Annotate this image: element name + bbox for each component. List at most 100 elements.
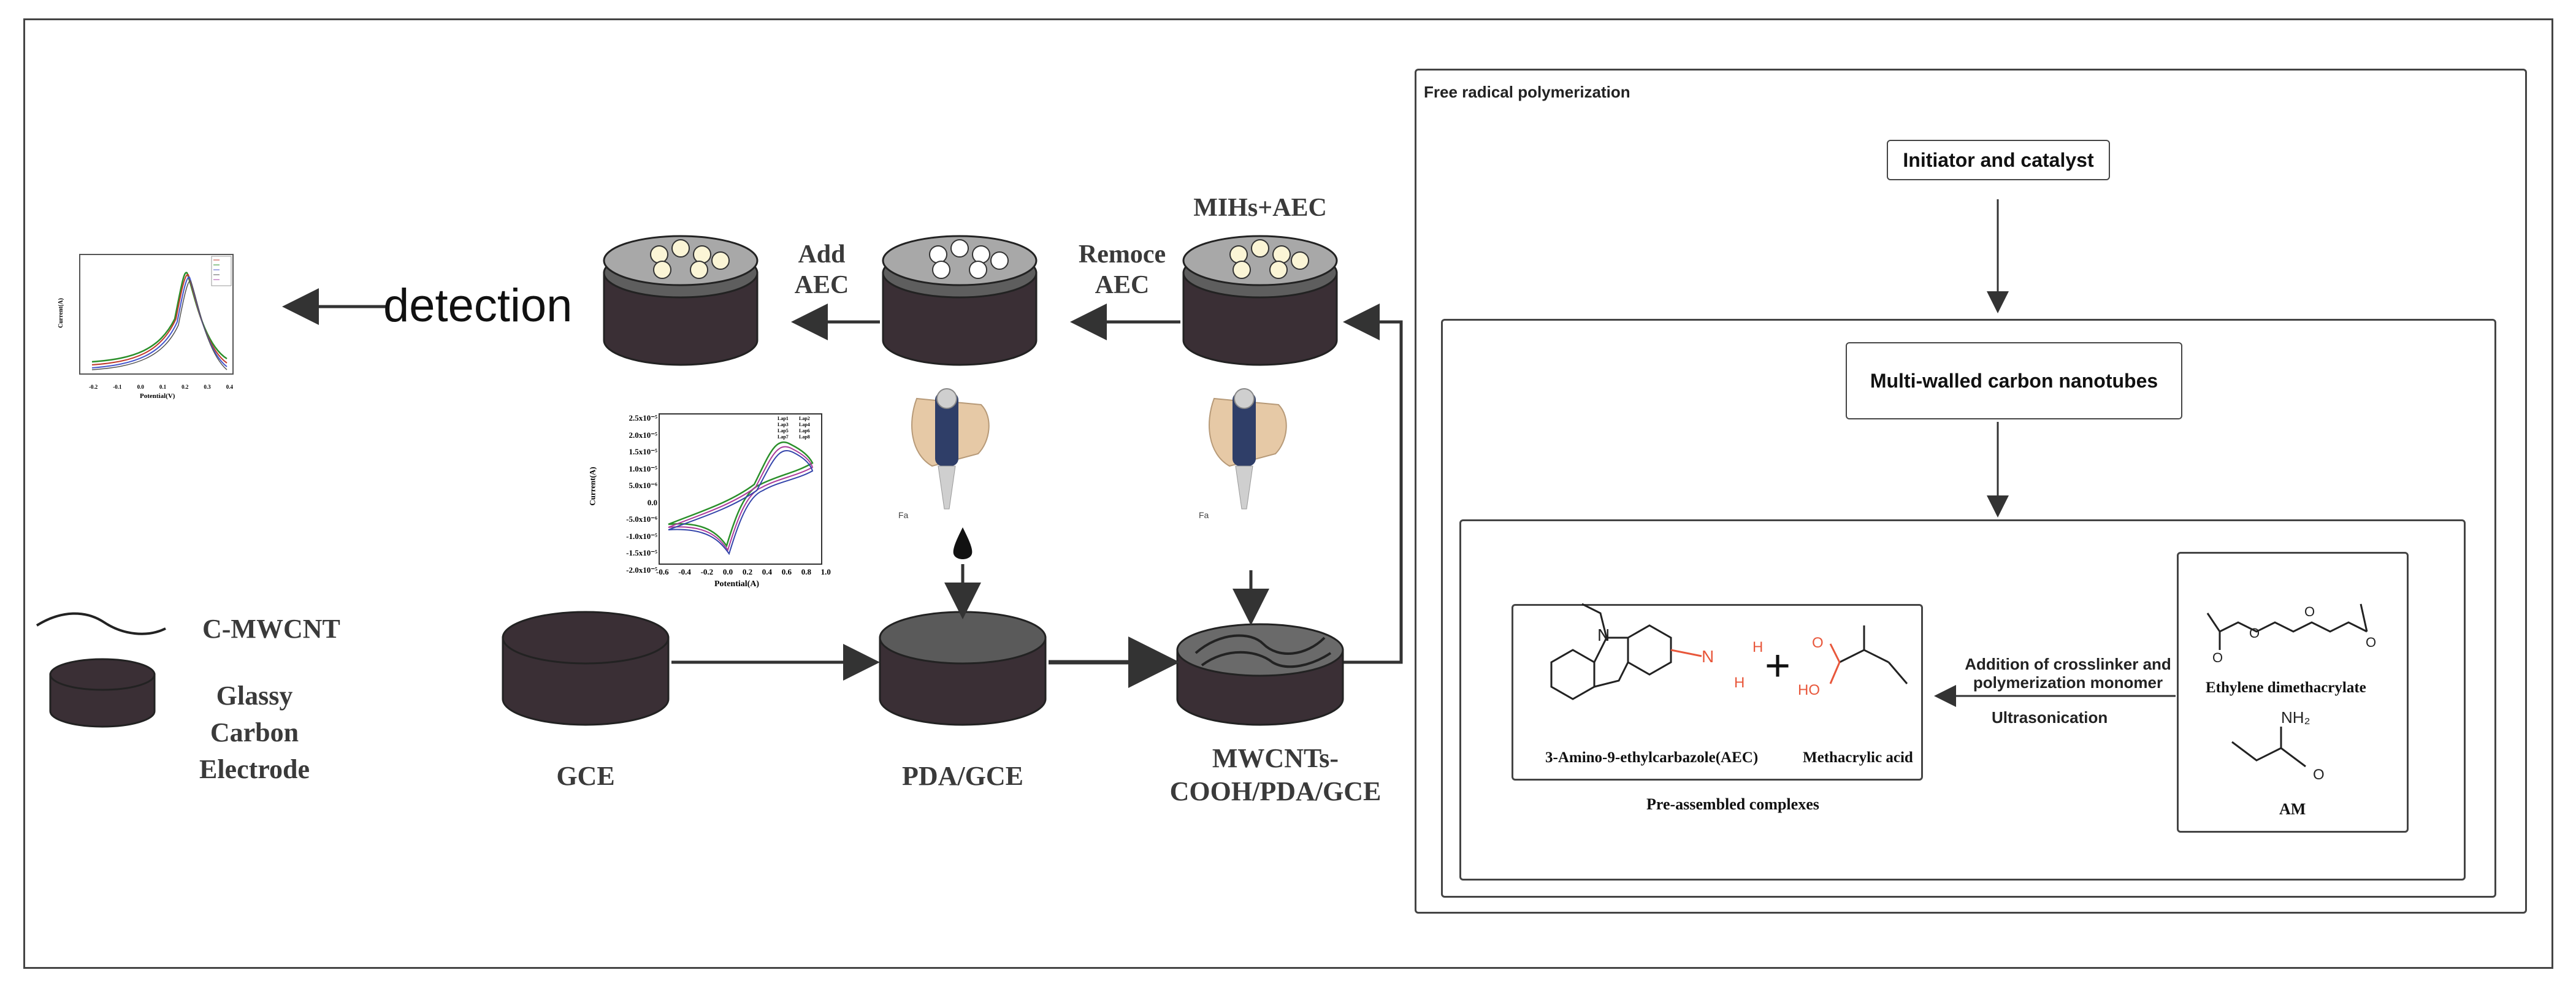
add-aec-label: Add AEC — [785, 239, 858, 300]
aec-n-atom: N — [1597, 625, 1610, 644]
cv-ytick: 5.0x10⁻⁶ — [629, 481, 657, 490]
gce-legend-icon — [49, 658, 156, 728]
cv-xtick: -0.2 — [700, 567, 714, 576]
egdma-name: Ethylene dimethacrylate — [2206, 679, 2366, 696]
maa-o-atom: O — [1812, 635, 1824, 651]
maa-ho-atom: HO — [1798, 682, 1820, 698]
cv-ytick: 1.0x10⁻⁵ — [629, 464, 657, 473]
gce-label: GCE — [556, 761, 615, 791]
electrode-pda-gce — [879, 611, 1047, 726]
initiator-box: Initiator and catalyst — [1887, 140, 2110, 180]
egdma-o-atom-4: O — [2366, 635, 2377, 650]
am-o-atom: O — [2313, 766, 2325, 783]
cv-loop-2 — [668, 446, 814, 552]
aec-n-amine: N — [1702, 647, 1714, 666]
maa-structure — [1829, 625, 1908, 684]
cv-xticks: -0.6 -0.4 -0.2 0.0 0.2 0.4 0.6 0.8 1.0 — [656, 567, 831, 577]
aec-h-atom-1: H — [1752, 639, 1764, 655]
dpv-xtick: 0.2 — [182, 384, 189, 390]
electrode-empty-cavities — [882, 235, 1038, 366]
cv-xtick: 1.0 — [820, 567, 831, 576]
cv-legend-item: Lap4 — [799, 422, 810, 427]
arrow-loop-mip — [1343, 320, 1403, 664]
am-structure — [2231, 727, 2306, 768]
dpv-xtick: 0.1 — [159, 384, 167, 390]
cv-legend-item: Lap2 — [799, 416, 810, 421]
aec-h-atom-2: H — [1734, 675, 1745, 691]
dpv-xtick: -0.2 — [89, 384, 98, 390]
monomer-frame — [2177, 552, 2409, 833]
cv-xtick: 0.2 — [742, 567, 753, 576]
detection-label: detection — [383, 280, 573, 332]
cv-ytick: 2.0x10⁻⁵ — [629, 430, 657, 440]
cv-legend-item: Lap1 — [778, 416, 789, 421]
cv-xtick: 0.8 — [801, 567, 811, 576]
cv-ytick: 0.0 — [647, 497, 657, 507]
cv-xtick: -0.4 — [678, 567, 691, 576]
cv-ytick: -5.0x10⁻⁶ — [626, 514, 657, 524]
complex-frame — [1512, 604, 1923, 781]
cv-legend-item: Lap7 — [778, 434, 789, 440]
cv-ytick: -1.5x10⁻⁵ — [626, 548, 657, 557]
cv-legend-item: Lap6 — [799, 428, 810, 434]
legend-gce-line1: Glassy Carbon — [210, 681, 299, 747]
cv-ytick: 1.5x10⁻⁵ — [629, 447, 657, 456]
legend-gce-line2: Electrode — [199, 754, 310, 784]
am-nh2: NH₂ — [2281, 708, 2310, 727]
mwcnt-box-label: Multi-walled carbon nanotubes — [1870, 369, 2158, 392]
dpv-curve-4 — [91, 280, 227, 370]
dpv-legend — [211, 256, 232, 286]
legend-cmwcnt-label: C-MWCNT — [202, 614, 340, 644]
mwcnt-box: Multi-walled carbon nanotubes — [1846, 342, 2182, 419]
add-aec-line2: AEC — [794, 271, 849, 299]
cv-ytick: 2.5x10⁻⁵ — [629, 413, 657, 422]
am-name: AM — [2279, 800, 2306, 818]
remove-aec-line2: AEC — [1095, 271, 1150, 299]
cv-legend-item: Lap5 — [778, 428, 789, 434]
pipette-2 — [1209, 388, 1287, 510]
cv-plot — [659, 413, 822, 565]
egdma-o-atom-2: O — [2249, 625, 2260, 641]
cv-ytick: -2.0x10⁻⁵ — [626, 565, 657, 575]
mwcnt-frame — [1441, 319, 2496, 898]
cv-xtick: 0.6 — [781, 567, 792, 576]
arrow-text-line1: Addition of crosslinker and — [1965, 655, 2171, 673]
cv-yticks: 2.5x10⁻⁵ 2.0x10⁻⁵ 1.5x10⁻⁵ 1.0x10⁻⁵ 5.0x… — [601, 410, 657, 578]
cmwcnt-legend-line-icon — [36, 612, 166, 635]
dpv-xlabel: Potential(V) — [140, 392, 175, 400]
add-aec-line1: Add — [798, 240, 846, 269]
polymerization-title: Free radical polymerization — [1424, 83, 1630, 101]
aec-structure — [1550, 603, 1702, 700]
dpv-xtick: 0.3 — [204, 384, 211, 390]
complex-caption: Pre-assembled complexes — [1646, 795, 1819, 813]
arrow-text: Addition of crosslinker and polymerizati… — [1950, 655, 2186, 692]
electrode-mwcnts — [1176, 623, 1344, 726]
droplet-icon — [953, 527, 973, 559]
ultrasonication-label: Ultrasonication — [1992, 708, 2108, 727]
pda-gce-label: PDA/GCE — [902, 761, 1023, 791]
polymerization-frame — [1415, 69, 2527, 914]
dpv-xtick: 0.4 — [226, 384, 233, 390]
pipette-1-text: Fa — [898, 510, 909, 520]
cv-loop-1 — [668, 441, 814, 548]
cv-loop-3 — [668, 450, 814, 556]
cv-legend: Lap1 Lap2 Lap3 Lap4 Lap5 Lap6 Lap7 Lap8 — [778, 416, 820, 440]
cv-xtick: 0.0 — [722, 567, 733, 576]
dpv-xtick: -0.1 — [113, 384, 122, 390]
pipette-1 — [911, 388, 990, 510]
cv-xtick: -0.6 — [656, 567, 669, 576]
cv-xtick: 0.4 — [762, 567, 773, 576]
aec-name: 3-Amino-9-ethylcarbazole(AEC) — [1545, 749, 1759, 766]
cv-ytick: -1.0x10⁻⁵ — [626, 531, 657, 541]
arrow-text-line2: polymerization monomer — [1973, 673, 2163, 692]
remove-aec-label: Remoce AEC — [1067, 239, 1177, 300]
electrode-gce — [502, 611, 670, 726]
dpv-plot — [79, 254, 234, 375]
cv-legend-item: Lap8 — [799, 434, 810, 440]
initiator-label: Initiator and catalyst — [1903, 148, 2094, 171]
mihs-aec-label: MIHs+AEC — [1193, 194, 1327, 222]
electrode-mip — [1182, 235, 1338, 366]
maa-name: Methacrylic acid — [1803, 749, 1913, 766]
legend-gce-label: Glassy Carbon Electrode — [175, 678, 334, 788]
